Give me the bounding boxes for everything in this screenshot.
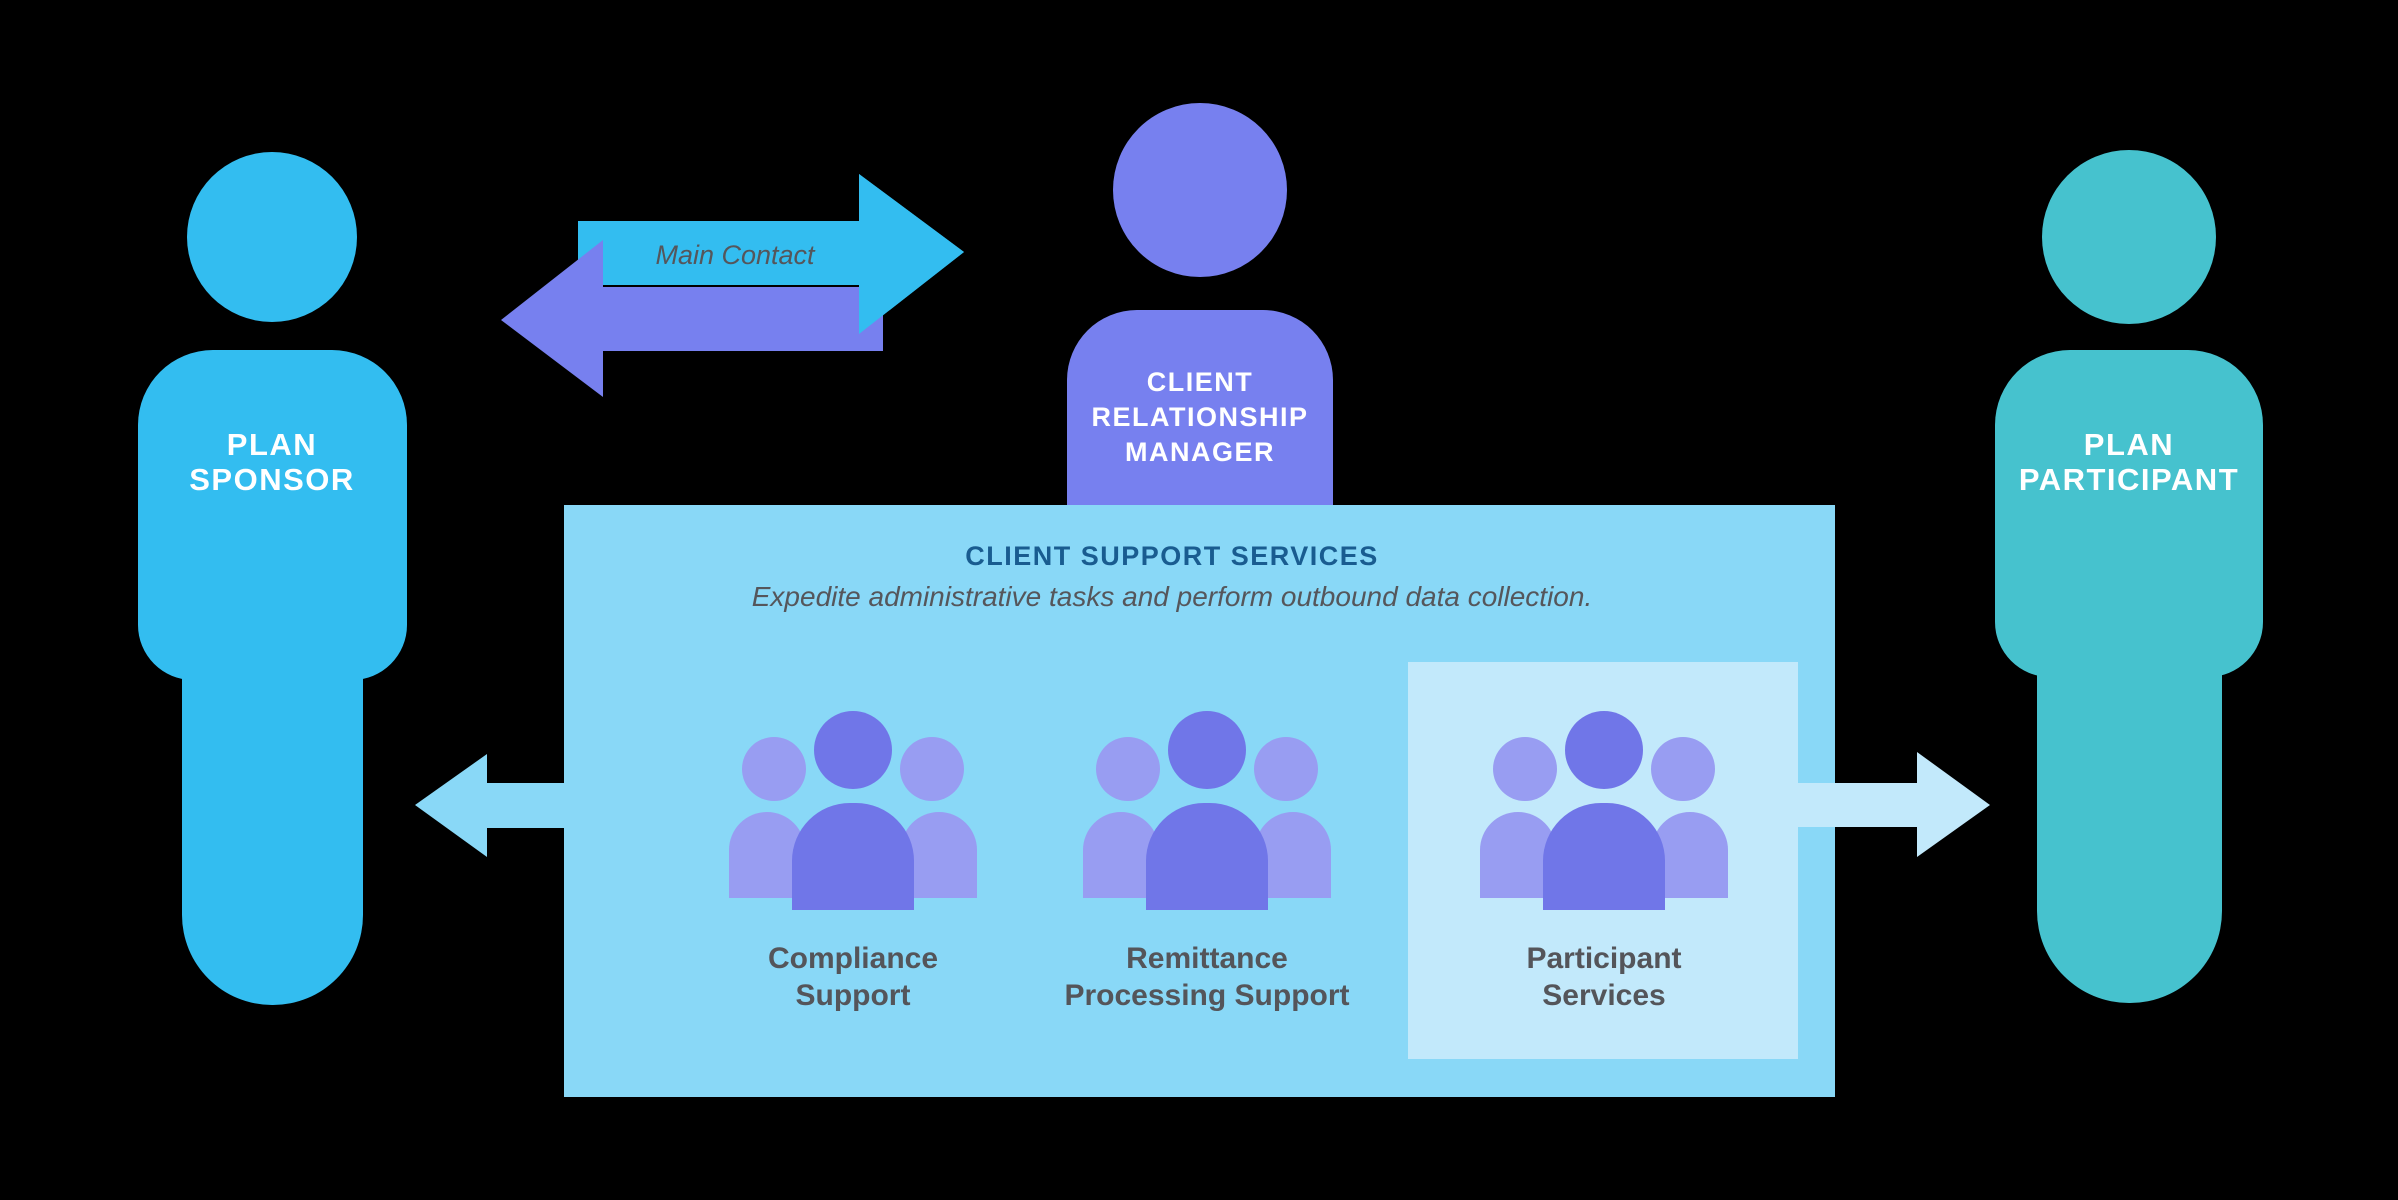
remittance-processing-label-line2: Processing Support [1064, 979, 1350, 1012]
center-person-body-icon [1543, 803, 1665, 910]
participant-services-people-group-icon [1477, 710, 1731, 910]
plan-participant-label-line1: PLAN [2083, 427, 2175, 462]
main-contact-label: Main Contact [655, 240, 815, 270]
compliance-support-label: Compliance Support [683, 940, 1023, 1014]
plan-participant-person-icon [2042, 150, 2216, 324]
plan-sponsor-label-line2: SPONSOR [189, 462, 355, 497]
plan-sponsor-label: PLAN SPONSOR [112, 427, 432, 497]
plan-sponsor-label-line1: PLAN [226, 427, 318, 462]
crm-body [1067, 310, 1333, 506]
crm-person-icon [1113, 103, 1287, 277]
arrow-box-to-sponsor-shape [415, 754, 570, 857]
center-person-head-icon [1168, 711, 1246, 789]
remittance-processing-label-line1: Remittance [1126, 942, 1288, 975]
crm-label: CLIENT RELATIONSHIP MANAGER [1040, 365, 1360, 470]
side-person-head-icon [1651, 737, 1715, 801]
compliance-support-label-line2: Support [795, 979, 911, 1012]
participant-services-label-line2: Services [1542, 979, 1666, 1012]
compliance-support-label-line1: Compliance [767, 942, 939, 975]
center-person-body-icon [1146, 803, 1268, 910]
plan-sponsor-legs [182, 610, 363, 1005]
support-box-subtitle: Expedite administrative tasks and perfor… [751, 581, 1593, 612]
center-person-head-icon [1565, 711, 1643, 789]
side-person-head-icon [900, 737, 964, 801]
crm-label-line1: CLIENT [1146, 367, 1254, 397]
plan-sponsor-person-icon [187, 152, 357, 322]
arrow-box-to-sponsor-icon [415, 754, 570, 857]
arrow-to-sponsor-icon [501, 240, 883, 397]
plan-participant-label: PLAN PARTICIPANT [1969, 427, 2289, 497]
arrow-box-to-participant-icon [1790, 752, 1990, 857]
center-person-head-icon [814, 711, 892, 789]
participant-services-label-line1: Participant [1526, 942, 1682, 975]
participant-services-label: Participant Services [1434, 940, 1774, 1014]
remittance-processing-label: Remittance Processing Support [1037, 940, 1377, 1014]
main-contact-arrows [501, 174, 964, 397]
compliance-support-people-group-icon [726, 710, 980, 910]
arrow-to-crm-head-icon [859, 174, 964, 334]
plan-participant-legs [2037, 610, 2222, 1003]
side-person-head-icon [1254, 737, 1318, 801]
crm-label-line3: MANAGER [1125, 437, 1275, 467]
side-person-head-icon [1096, 737, 1160, 801]
crm-label-line2: RELATIONSHIP [1091, 402, 1309, 432]
plan-participant-label-line2: PARTICIPANT [2018, 462, 2240, 497]
side-person-head-icon [742, 737, 806, 801]
arrow-box-to-participant-shape [1790, 752, 1990, 857]
side-person-head-icon [1493, 737, 1557, 801]
support-box-title: CLIENT SUPPORT SERVICES [965, 541, 1379, 571]
remittance-processing-people-group-icon [1080, 710, 1334, 910]
center-person-body-icon [792, 803, 914, 910]
